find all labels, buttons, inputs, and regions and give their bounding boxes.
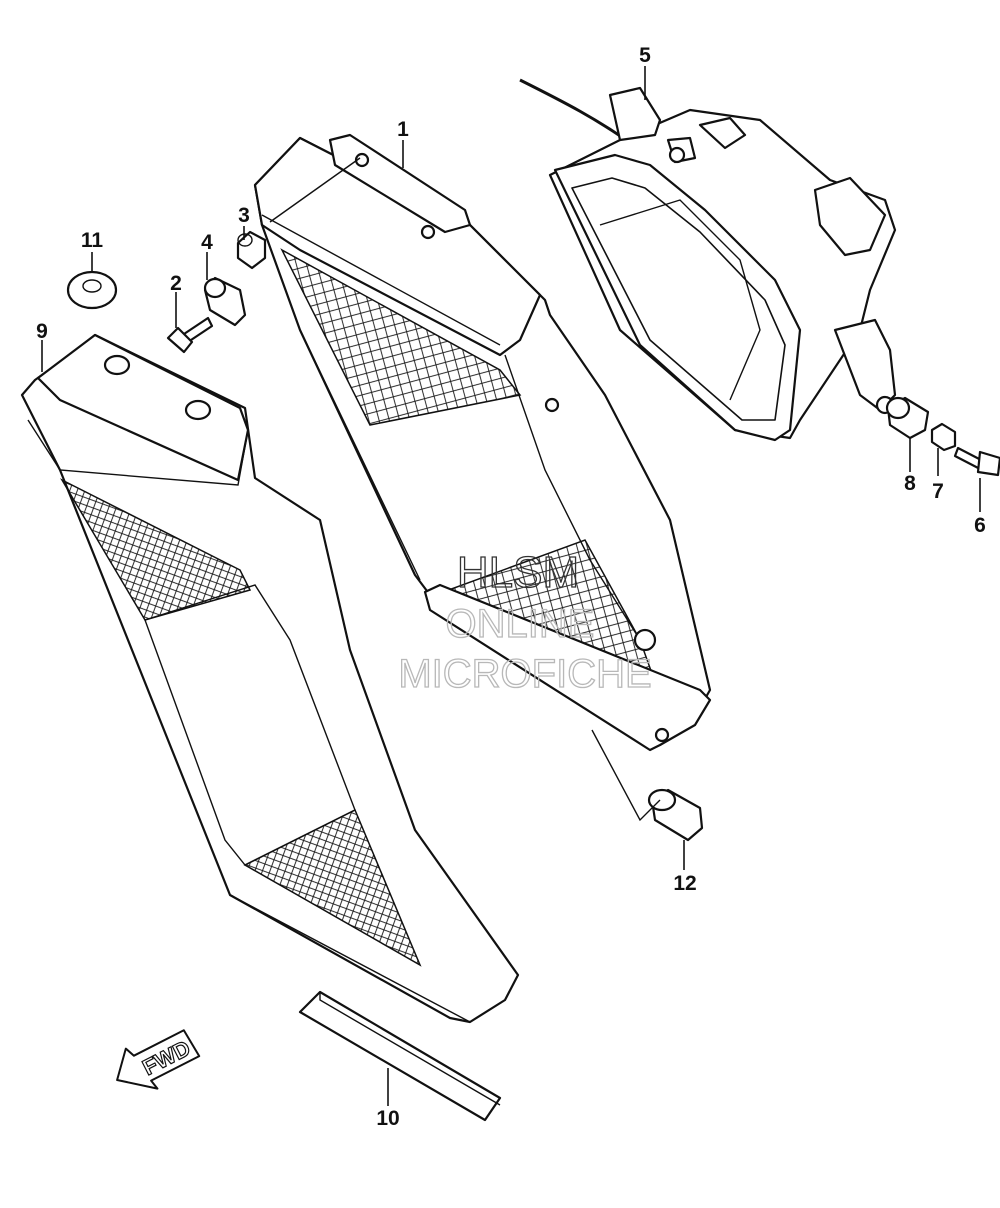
callout-labels: 1 2 3 4 5 6 7 8 9 10 11 12 [36,44,986,1130]
callout-6: 6 [974,514,986,537]
callout-1: 1 [397,118,409,141]
part-2-bolt [166,316,214,354]
part-4-cushion [203,276,247,327]
callout-5: 5 [639,44,651,67]
callout-9: 9 [36,320,48,343]
callout-12: 12 [673,872,696,895]
seal-strip [298,990,502,1122]
callout-3: 3 [238,204,250,227]
part-12-grommet [647,788,704,842]
callout-10: 10 [376,1107,399,1130]
watermark-line-3: MICROFICHE [398,652,651,696]
part-8-cushion [885,396,930,440]
callout-7: 7 [932,480,944,503]
part-6-bolt [953,446,1000,477]
part-3-collar [236,230,267,270]
callout-11: 11 [81,229,104,252]
radiator [253,133,712,752]
fwd-arrow: FWD [116,1029,201,1090]
leader-lines [41,66,981,1106]
callout-2: 2 [170,272,182,295]
callout-4: 4 [201,231,213,254]
watermark-line-1: HLSM [457,548,579,597]
watermark: HLSM ONLINE MICROFICHE [398,547,653,696]
part-7-collar [930,422,957,452]
fan-shroud [519,78,897,442]
watermark-line-2: ONLINE [446,602,595,646]
radiator-cover [20,333,520,1024]
part-11-grommet [66,270,118,310]
callout-8: 8 [904,472,916,495]
